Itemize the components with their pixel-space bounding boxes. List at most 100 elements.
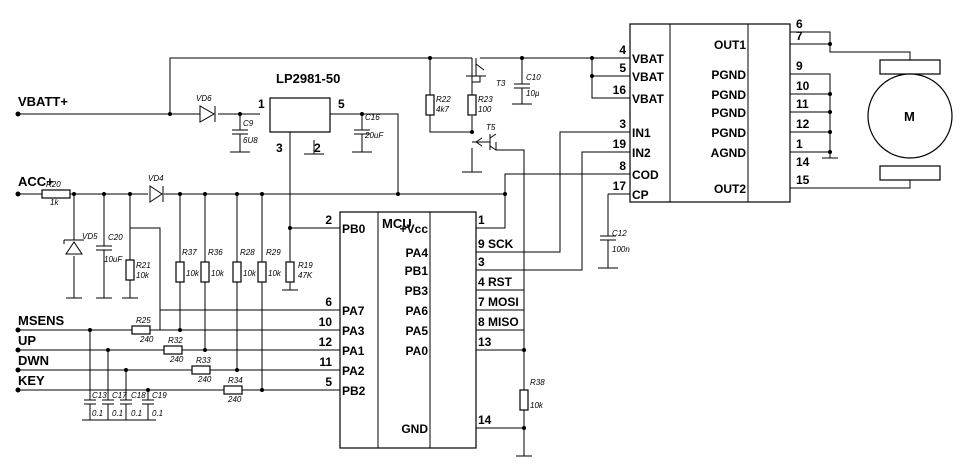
- wires: [18, 31, 911, 456]
- diode-vd6: VD6: [196, 94, 216, 123]
- mcu-pin-name: PB0: [342, 222, 366, 236]
- r36-label: R36: [208, 248, 223, 257]
- r25-label: R25: [136, 316, 151, 325]
- mcu-pin-number: 4 RST: [478, 275, 513, 289]
- driver-pin-number: 10: [796, 79, 810, 93]
- regulator-name: LP2981-50: [276, 71, 340, 86]
- driver-pin-name: OUT2: [714, 182, 746, 196]
- regulator-pin-out: 5: [338, 97, 345, 111]
- c17-value: 0.1: [112, 409, 123, 418]
- r28-label: R28: [240, 248, 255, 257]
- net-dwn: DWN: [18, 353, 49, 368]
- c19-value: 0.1: [152, 409, 163, 418]
- mcu-pin-number: 9 SCK: [478, 237, 514, 251]
- driver-pin-number: 12: [796, 117, 810, 131]
- t3-label: T3: [496, 79, 506, 88]
- mcu-name: MCU: [382, 216, 412, 231]
- r37-label: R37: [182, 248, 197, 257]
- zener-vd5: VD5: [63, 232, 98, 255]
- r21-label: R21: [136, 261, 151, 270]
- c9-label: C9: [243, 119, 254, 128]
- driver-pin-number: 19: [613, 137, 627, 151]
- r28-value: 10k: [243, 269, 257, 278]
- driver-pin-name: PGND: [711, 106, 746, 120]
- mcu-pin-name: PA7: [342, 304, 365, 318]
- junction-dots: [15, 42, 832, 430]
- mcu-pin-number: 10: [319, 315, 333, 329]
- c19-label: C19: [152, 391, 167, 400]
- c18-value: 0.1: [131, 409, 142, 418]
- c17-label: C17: [112, 391, 127, 400]
- c18-label: C18: [131, 391, 146, 400]
- mcu-pin-number: 14: [478, 413, 492, 427]
- motor-symbol: M: [867, 59, 953, 181]
- r29-label: R29: [266, 248, 281, 257]
- driver-pin-name: COD: [632, 168, 659, 182]
- mcu-pin-name: PA4: [406, 246, 429, 260]
- net-msens: MSENS: [18, 313, 65, 328]
- mcu-pin-name: PB3: [405, 284, 429, 298]
- mcu-pin-name: GND: [401, 422, 428, 436]
- mcu-pin-name: PA0: [406, 344, 429, 358]
- driver-pin-number: 17: [613, 179, 627, 193]
- net-up: UP: [18, 333, 36, 348]
- net-acc: ACC+: [18, 174, 54, 189]
- driver-pin-name: VBAT: [632, 52, 664, 66]
- net-labels: VBATT+ ACC+ MSENS UP DWN KEY: [18, 94, 68, 388]
- driver-pin-name: IN1: [632, 126, 651, 140]
- c20-label: C20: [108, 233, 123, 242]
- mcu-pin-number: 1: [478, 213, 485, 227]
- vd6-label: VD6: [196, 94, 212, 103]
- r37-value: 10k: [186, 269, 200, 278]
- c9-value: 6U8: [243, 136, 258, 145]
- r32-value: 240: [169, 355, 184, 364]
- r19-label: R19: [298, 261, 313, 270]
- c20-value: 10uF: [104, 255, 123, 264]
- transistor-t3: T3: [466, 58, 506, 88]
- r36-value: 10k: [211, 269, 225, 278]
- r33-value: 240: [197, 375, 212, 384]
- mcu-pin-number: 8 MISO: [478, 315, 519, 329]
- t5-label: T5: [486, 123, 496, 132]
- net-key: KEY: [18, 373, 45, 388]
- mcu-pin-number: 2: [325, 213, 332, 227]
- mcu-pin-name: PB2: [342, 384, 366, 398]
- mcu-pin-number: 5: [325, 375, 332, 389]
- driver-pin-number: 6: [796, 17, 803, 31]
- c10-value: 10µ: [526, 89, 540, 98]
- regulator-lp2981: LP2981-50 1 5 3 2: [258, 71, 345, 155]
- motor-driver-chip: [629, 23, 791, 203]
- r25-value: 240: [139, 335, 154, 344]
- mcu-pin-name: PA6: [406, 304, 429, 318]
- r29-value: 10k: [268, 269, 282, 278]
- driver-pin-number: 11: [796, 97, 809, 111]
- driver-pin-number: 14: [796, 155, 810, 169]
- resistors: R22 4k7 R23 100 R20 1k R21 10k R37 10k R…: [41, 94, 545, 411]
- driver-pin-name: PGND: [711, 88, 746, 102]
- c13-label: C13: [92, 391, 107, 400]
- driver-pin-number: 7: [796, 29, 803, 43]
- mcu-pin-name: +Vcc: [400, 222, 429, 236]
- r22-label: R22: [436, 95, 451, 104]
- driver-pin-name: PGND: [711, 68, 746, 82]
- driver-pin-number: 8: [619, 159, 626, 173]
- r34-label: R34: [228, 376, 243, 385]
- c16-label: C16: [365, 113, 380, 122]
- driver-pin-name: IN2: [632, 146, 651, 160]
- driver-pin-name: PGND: [711, 126, 746, 140]
- driver-pin-number: 16: [613, 83, 627, 97]
- r22-value: 4k7: [436, 105, 449, 114]
- capacitors: C9 6U8 C16 20uF C10 10µ C20 10uF C12 100…: [84, 73, 630, 420]
- driver-pin-number: 4: [619, 43, 626, 57]
- r33-label: R33: [196, 356, 211, 365]
- driver-pin-name: AGND: [711, 146, 747, 160]
- regulator-pin-gnd: 2: [314, 141, 321, 155]
- mcu-pin-name: PA5: [406, 324, 429, 338]
- c10-label: C10: [526, 73, 541, 82]
- r19-value: 47K: [298, 271, 313, 280]
- mcu-pin-name: PA2: [342, 364, 365, 378]
